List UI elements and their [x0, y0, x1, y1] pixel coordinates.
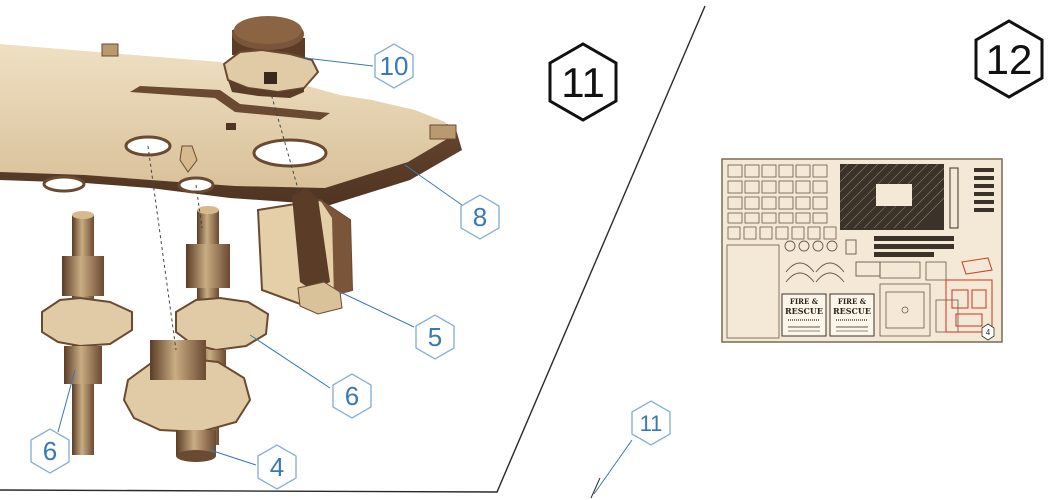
callout-4: 4: [258, 445, 296, 489]
step-number-11: 11: [550, 44, 616, 120]
callout-11-sheet: 11: [632, 401, 670, 445]
svg-text:FIRE &: FIRE &: [790, 297, 819, 306]
callout-8: 8: [461, 195, 499, 239]
callout-6-left: 6: [31, 429, 69, 473]
sheet-rescue-panel-1: FIRE & RESCUE: [782, 294, 826, 336]
gear-part-4: [124, 340, 250, 462]
spacer-block-part-5: [258, 188, 352, 314]
svg-text:4: 4: [270, 452, 284, 482]
svg-text:11: 11: [561, 59, 605, 106]
sheet-number-badge: 4: [982, 324, 994, 340]
step-number-12: 12: [976, 21, 1042, 97]
svg-text:12: 12: [986, 36, 1033, 83]
svg-text:10: 10: [380, 51, 409, 81]
svg-text:RESCUE: RESCUE: [833, 306, 871, 316]
sheet-hatched-panel: [840, 164, 944, 230]
svg-text:6: 6: [345, 381, 359, 411]
svg-text:8: 8: [473, 202, 487, 232]
svg-text:6: 6: [43, 436, 57, 466]
svg-text:11: 11: [640, 411, 663, 436]
callout-10: 10: [375, 44, 413, 88]
callout-5: 5: [416, 315, 454, 359]
svg-text:RESCUE: RESCUE: [785, 306, 823, 316]
parts-sheet: FIRE & RESCUE FIRE & RESCUE: [722, 159, 1002, 342]
shaft-part-6-left: [42, 211, 132, 455]
svg-text:4: 4: [986, 328, 991, 337]
svg-text:5: 5: [428, 322, 442, 352]
callout-6-middle: 6: [333, 374, 371, 418]
svg-text:FIRE &: FIRE &: [838, 297, 867, 306]
gear-part-10: [224, 16, 318, 98]
sheet-rescue-panel-2: FIRE & RESCUE: [830, 294, 874, 336]
